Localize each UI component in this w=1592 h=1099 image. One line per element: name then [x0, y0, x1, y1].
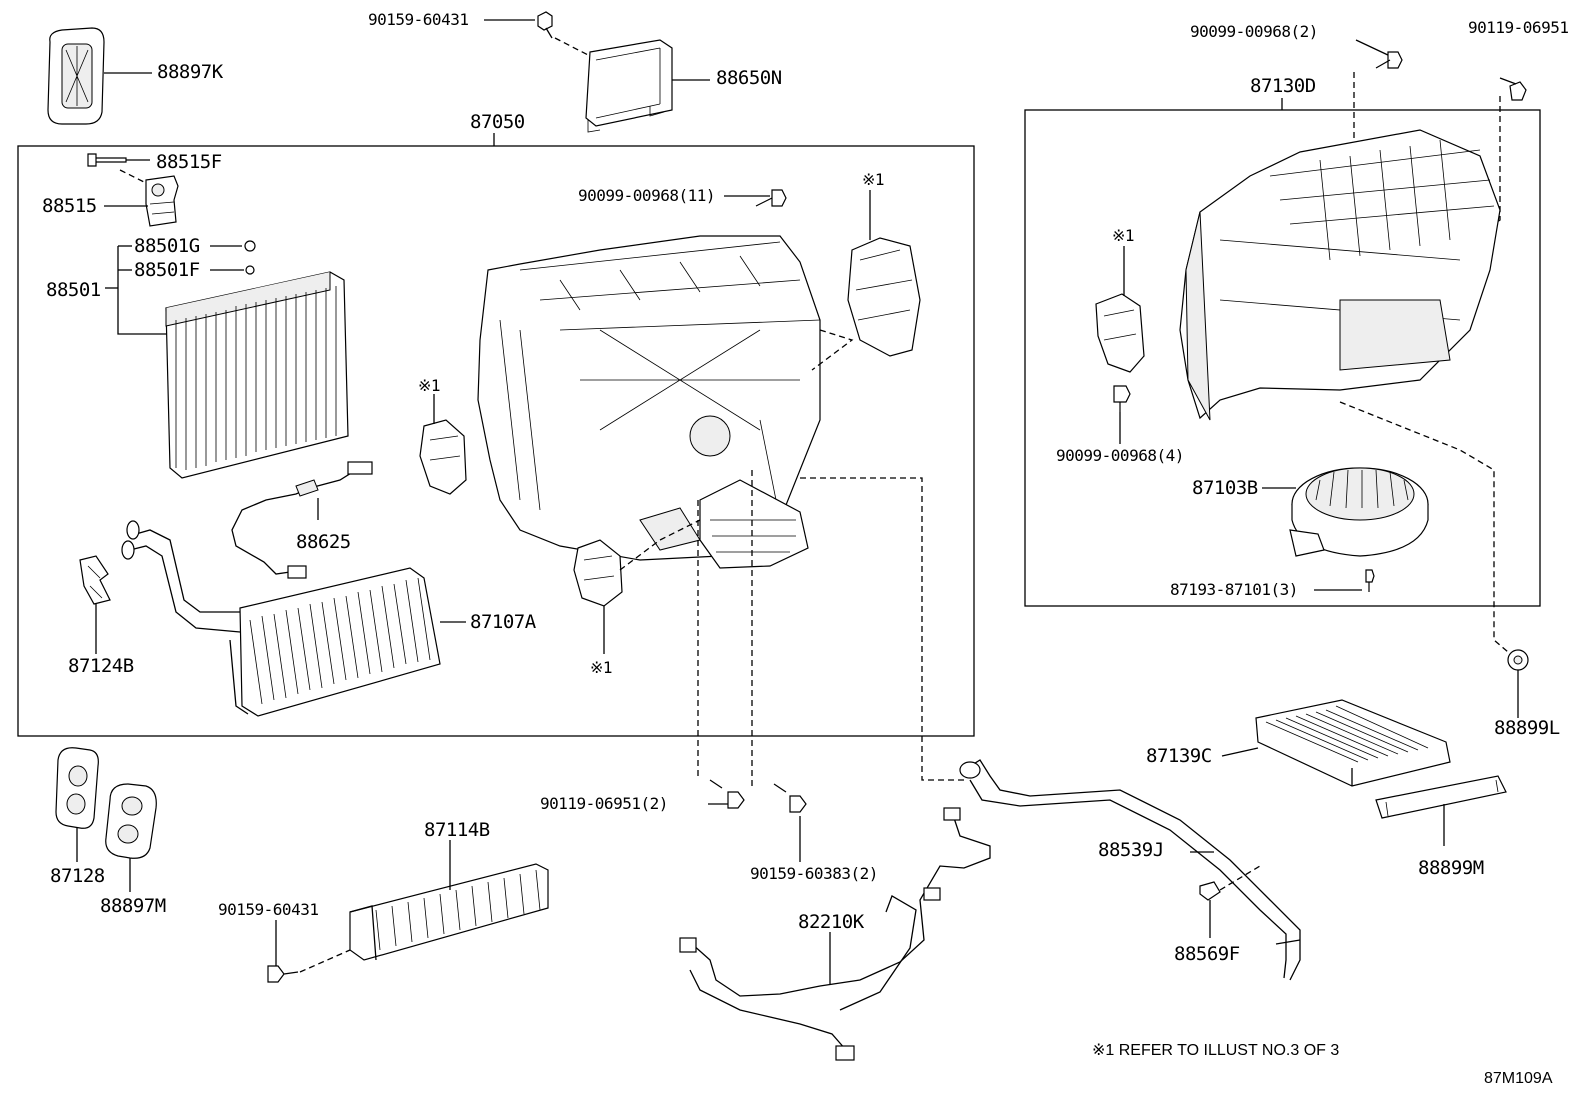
label-87050: 87050	[470, 111, 525, 133]
cover-88899M	[1375, 775, 1507, 819]
label-87193-87101-3: 87193-87101(3)	[1170, 580, 1298, 599]
footnote: ※1 REFER TO ILLUST NO.3 OF 3	[1092, 1042, 1340, 1059]
label-90159-60431-bottom: 90159-60431	[218, 900, 319, 919]
label-90119-06951-2: 90119-06951(2)	[540, 794, 668, 813]
label-87107A: 87107A	[470, 611, 536, 633]
core-87114B	[349, 863, 549, 961]
label-88899M: 88899M	[1418, 857, 1484, 879]
label-ref1-a: ※1	[862, 170, 885, 189]
actuator-middle-left	[419, 419, 467, 495]
label-ref1-d: ※1	[1112, 226, 1135, 245]
evaporator-88501	[165, 271, 349, 479]
assembly-87050-frame	[17, 145, 975, 737]
label-87103B: 87103B	[1192, 477, 1258, 499]
illustration-code: 87M109A	[1484, 1070, 1553, 1087]
seal-88897K	[47, 27, 105, 125]
duct-88539J	[959, 759, 1301, 981]
label-87139C: 87139C	[1146, 745, 1212, 767]
label-90099-00968-11: 90099-00968(11)	[578, 186, 716, 205]
sensor-wire-88625	[231, 461, 373, 579]
actuator-87130D	[1095, 293, 1145, 373]
expansion-valve-88515	[145, 175, 179, 227]
actuator-lower	[573, 539, 623, 607]
label-88501F: 88501F	[134, 259, 200, 281]
label-ref1-c: ※1	[590, 658, 613, 677]
label-88539J: 88539J	[1098, 839, 1164, 861]
label-87128: 87128	[50, 865, 105, 887]
label-88897K: 88897K	[157, 61, 223, 83]
bracket-88650N	[585, 39, 673, 133]
blower-case-87130D	[1179, 129, 1501, 421]
label-88625: 88625	[296, 531, 351, 553]
clip-87124B	[79, 555, 111, 605]
label-90099-00968-2: 90099-00968(2)	[1190, 22, 1318, 41]
label-88569F: 88569F	[1174, 943, 1240, 965]
actuator-upper-right	[847, 237, 921, 357]
label-90159-60383-2: 90159-60383(2)	[750, 864, 878, 883]
label-88897M: 88897M	[100, 895, 166, 917]
label-88650N: 88650N	[716, 67, 782, 89]
hvac-housing-87050	[477, 235, 821, 569]
label-90119-06951-top: 90119-06951	[1468, 18, 1569, 37]
label-88501: 88501	[46, 279, 101, 301]
label-ref1-b: ※1	[418, 376, 441, 395]
wire-harness-82210K	[679, 807, 991, 1061]
label-88501G: 88501G	[134, 235, 200, 257]
seal-87128	[55, 747, 99, 829]
label-82210K: 82210K	[798, 911, 864, 933]
blower-motor-87103B	[1289, 467, 1429, 557]
label-88515: 88515	[42, 195, 97, 217]
label-87114B: 87114B	[424, 819, 490, 841]
air-filter-87139C	[1255, 699, 1451, 787]
seal-88897M	[105, 783, 157, 859]
label-90099-00968-4: 90099-00968(4)	[1056, 446, 1184, 465]
label-87124B: 87124B	[68, 655, 134, 677]
clip-88569F	[1199, 881, 1221, 901]
screw-90159-60431-top	[537, 11, 553, 39]
cap-88899L	[1507, 649, 1529, 671]
label-87130D: 87130D	[1250, 75, 1316, 97]
label-90159-60431-top: 90159-60431	[368, 10, 469, 29]
label-88515F: 88515F	[156, 151, 222, 173]
label-88899L: 88899L	[1494, 717, 1560, 739]
heater-core-87107A	[121, 520, 441, 717]
